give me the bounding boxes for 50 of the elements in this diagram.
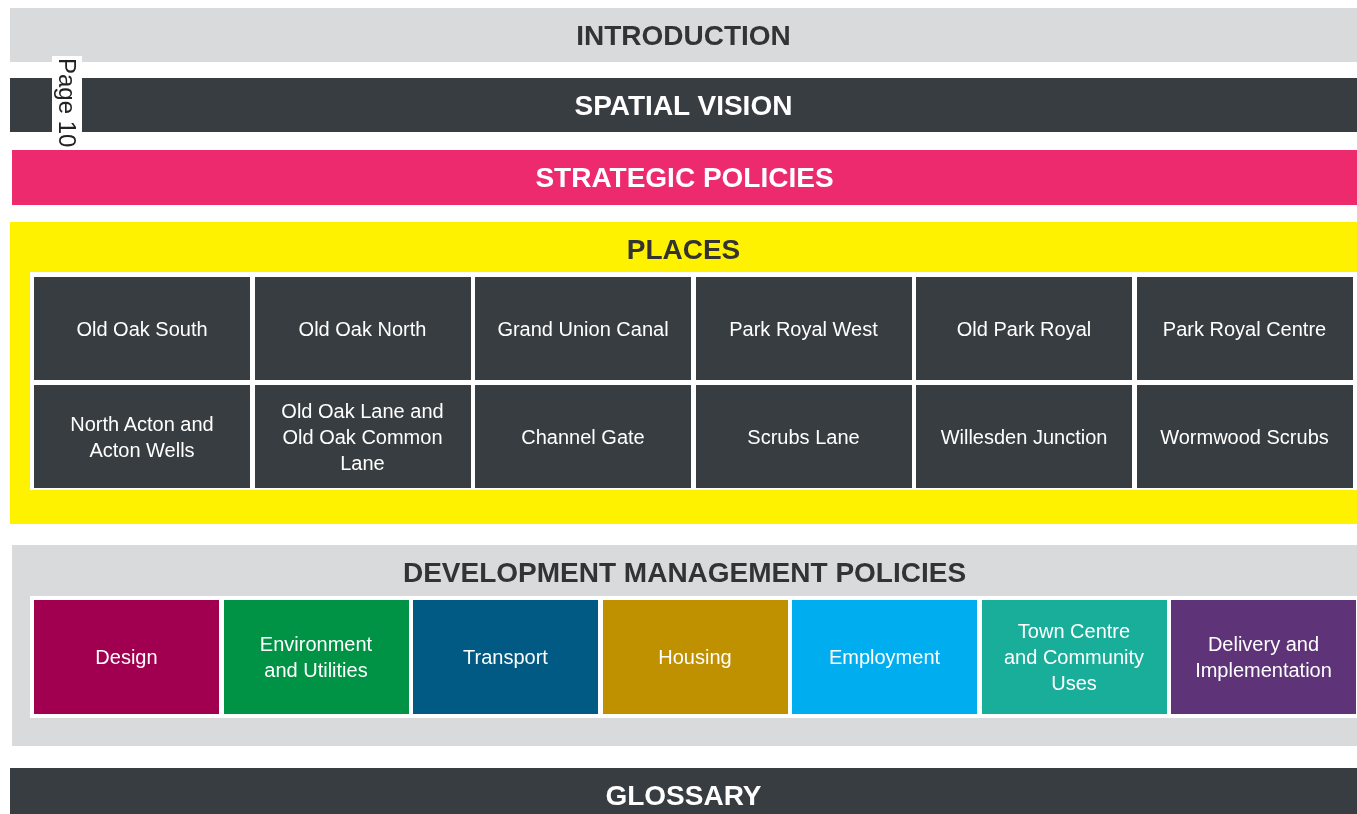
category-tile	[602, 600, 788, 714]
category-tile	[1136, 277, 1353, 380]
category-tile	[1136, 385, 1353, 488]
category-tile	[695, 277, 912, 380]
tile-label: Channel Gate	[521, 424, 645, 450]
tile-label: Design	[95, 645, 158, 670]
category-tile	[223, 600, 409, 714]
category-tile	[475, 385, 691, 488]
category-tile	[34, 600, 219, 714]
category-tile	[34, 385, 250, 488]
tile-label: Grand Union Canal	[497, 316, 669, 342]
tile-label: Employment	[828, 645, 941, 670]
tile-label: Park Royal Centre	[1162, 316, 1327, 342]
category-tile	[34, 277, 250, 380]
page-number: Page 10	[52, 56, 82, 150]
tile-label: Scrubs Lane	[747, 424, 860, 450]
section-band	[10, 222, 1357, 524]
tile-label: Environment and Utilities	[258, 632, 374, 683]
category-tile	[1171, 600, 1356, 714]
tile-label: North Acton and Acton Wells	[69, 411, 215, 463]
tile-label: Old Oak North	[298, 316, 427, 342]
category-tile	[916, 385, 1132, 488]
tile-label: Old Oak Lane and Old Oak Common Lane	[280, 398, 445, 476]
category-tile	[254, 385, 471, 488]
tile-label: Delivery and Implementation	[1194, 632, 1333, 683]
section-heading: STRATEGIC POLICIES	[535, 162, 834, 194]
category-tile	[981, 600, 1167, 714]
section-heading: GLOSSARY	[605, 780, 762, 812]
category-tile	[792, 600, 977, 714]
tile-label: Wormwood Scrubs	[1160, 424, 1329, 450]
tile-label: Park Royal West	[729, 316, 878, 342]
category-tile	[916, 277, 1132, 380]
tile-label: Old Park Royal	[956, 316, 1092, 342]
section-band	[12, 150, 1357, 205]
category-tile	[413, 600, 598, 714]
tile-label: Willesden Junction	[940, 424, 1108, 450]
section-heading: SPATIAL VISION	[574, 90, 793, 122]
section-heading: DEVELOPMENT MANAGEMENT POLICIES	[402, 557, 967, 589]
tile-label: Old Oak South	[76, 316, 208, 342]
category-tile	[475, 277, 691, 380]
tile-label: Transport	[463, 645, 548, 670]
section-band	[12, 545, 1357, 746]
section-band	[10, 8, 1357, 62]
tile-label: Town Centre and Community Uses	[1002, 619, 1146, 696]
category-tile	[695, 385, 912, 488]
tile-label: Housing	[658, 645, 732, 670]
category-tile	[254, 277, 471, 380]
section-band	[10, 768, 1357, 814]
section-heading: INTRODUCTION	[576, 20, 791, 52]
section-heading: PLACES	[626, 234, 741, 266]
